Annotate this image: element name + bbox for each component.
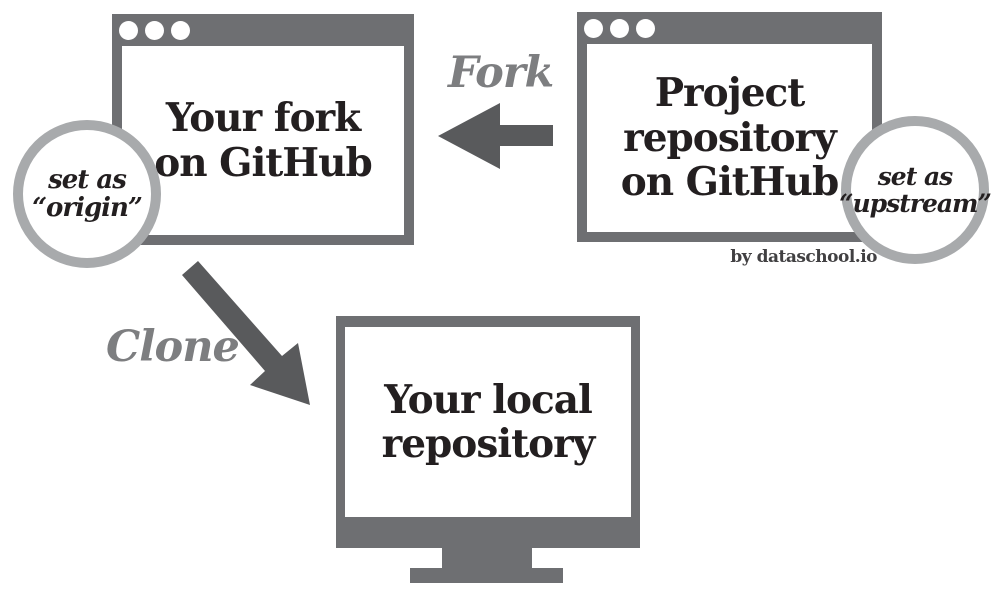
project-window-title: Project repository on GitHub [620, 70, 840, 206]
origin-badge: set as “origin” [13, 120, 161, 268]
fork-window-title: Your fork on GitHub [154, 95, 373, 186]
upstream-badge: set as “upstream” [839, 116, 992, 264]
window-dot-icon [610, 18, 629, 38]
fork-window: Your fork on GitHub [112, 14, 414, 245]
byline: by dataschool.io [730, 247, 877, 267]
window-dot-icon [119, 20, 138, 40]
clone-label: Clone [106, 322, 240, 372]
fork-label: Fork [448, 48, 554, 98]
fork-arrow-icon [438, 103, 553, 169]
window-dot-icon [145, 20, 164, 40]
project-window-body: Project repository on GitHub [587, 44, 872, 232]
project-window: Project repository on GitHub [577, 12, 882, 242]
monitor-stand-neck [442, 548, 532, 568]
window-dot-icon [636, 18, 655, 38]
clone-arrow-icon [182, 261, 310, 405]
local-repository-title: Your local repository [381, 376, 596, 467]
fork-window-body: Your fork on GitHub [122, 46, 404, 235]
upstream-badge-label: set as “upstream” [839, 162, 992, 218]
monitor-screen: Your local repository [345, 327, 631, 517]
fork-window-titlebar [112, 14, 414, 46]
window-dot-icon [171, 20, 190, 40]
local-repository-monitor: Your local repository [336, 316, 640, 548]
project-window-titlebar [577, 12, 882, 44]
monitor-stand-base [410, 568, 563, 583]
window-dot-icon [584, 18, 603, 38]
origin-badge-label: set as “origin” [32, 164, 143, 223]
